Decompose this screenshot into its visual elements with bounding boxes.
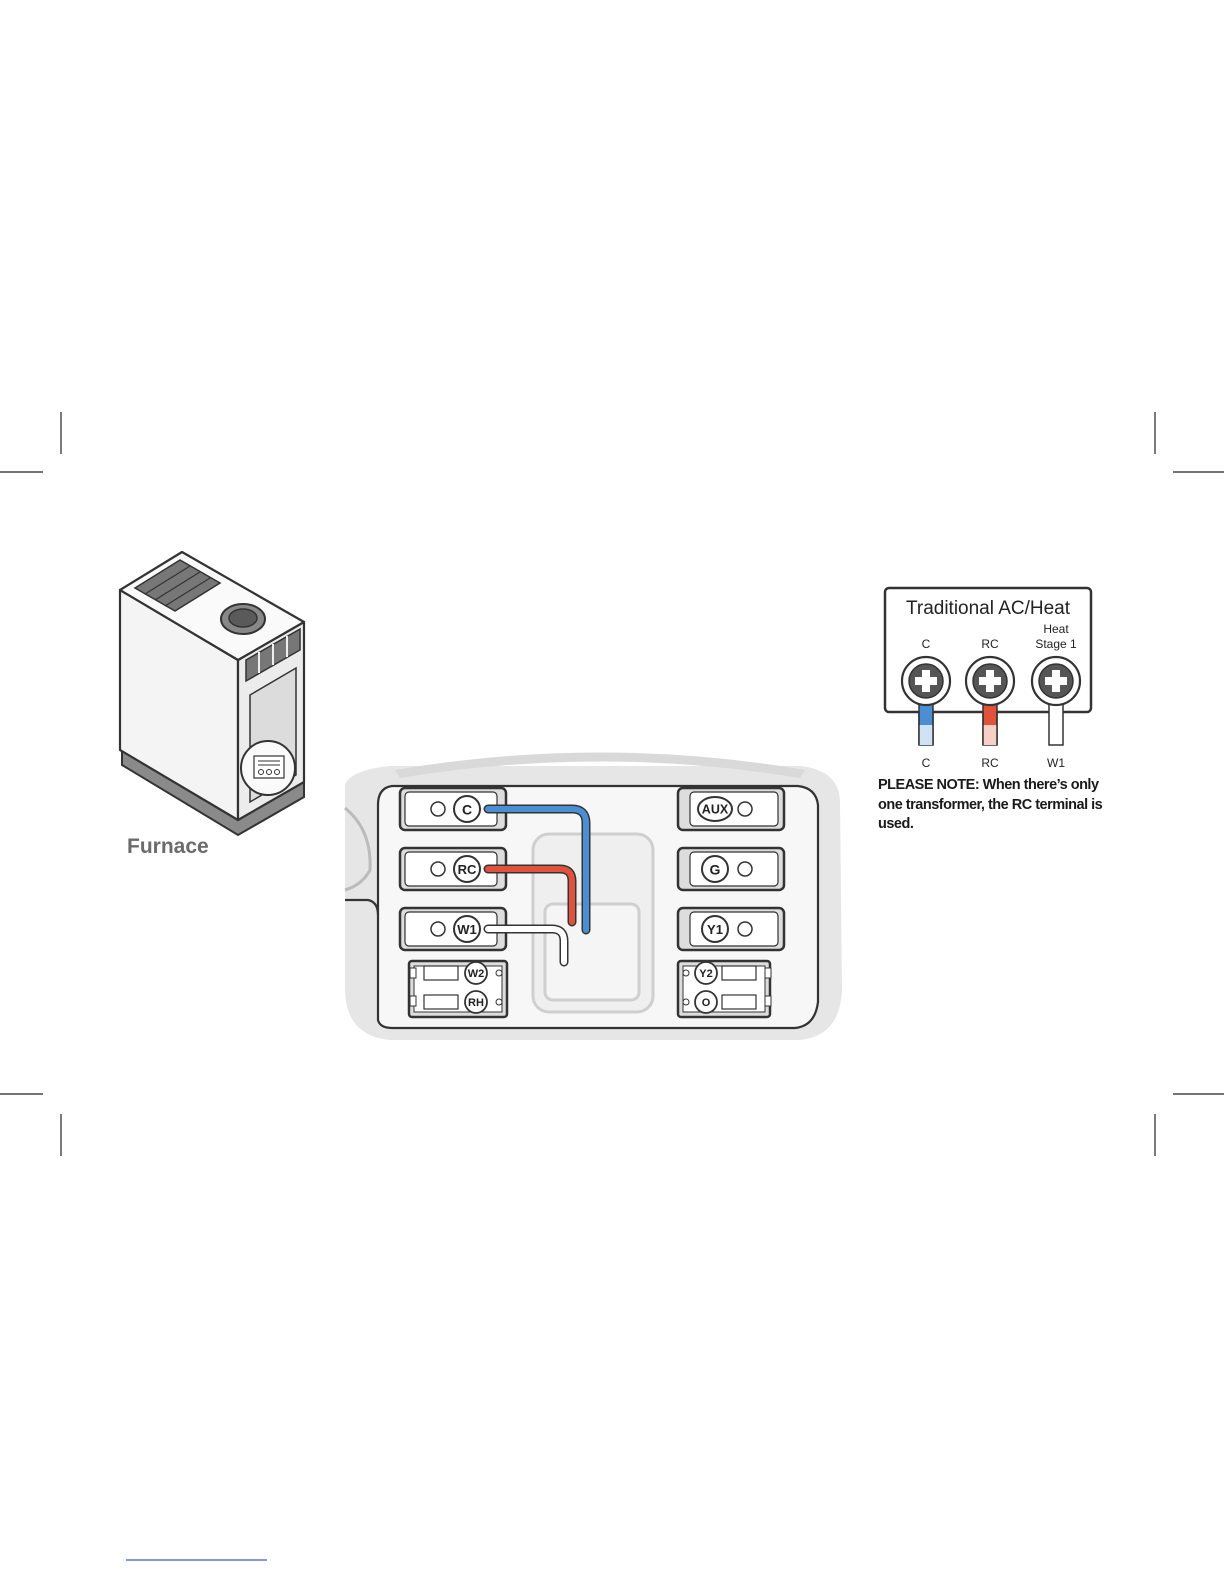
legend-screw-c <box>902 657 950 705</box>
legend-wire-rc-label: RC <box>981 756 999 770</box>
legend-screw-heat <box>1032 657 1080 705</box>
legend-terminal-heat-line1: Heat <box>1043 622 1069 636</box>
legend-screw-rc <box>966 657 1014 705</box>
terminal-aux-label: AUX <box>702 803 729 817</box>
terminal-rh-label: RH <box>468 997 484 1009</box>
legend-title: Traditional AC/Heat <box>906 598 1071 619</box>
terminal-rc-label: RC <box>458 862 477 877</box>
terminal-aux: AUX <box>678 788 784 830</box>
legend-wire-c-label: C <box>922 756 931 770</box>
terminal-w2-label: W2 <box>468 968 485 980</box>
terminal-g-label: G <box>710 862 721 878</box>
furnace-illustration: Furnace <box>120 552 304 858</box>
terminal-block-w2-rh: W2 RH <box>409 961 507 1017</box>
legend-terminal-c-label: C <box>922 637 931 651</box>
legend-box: Traditional AC/Heat C RC Heat Stage 1 <box>885 588 1091 770</box>
legend-terminal-heat-line2: Stage 1 <box>1035 637 1077 651</box>
legend-terminal-rc-label: RC <box>981 637 999 651</box>
terminal-g: G <box>678 848 784 890</box>
terminal-c-label: C <box>462 802 472 818</box>
terminal-w1-label: W1 <box>457 922 477 937</box>
terminal-y1: Y1 <box>678 908 784 950</box>
terminal-y2-label: Y2 <box>699 968 712 980</box>
legend-wire-w1-label: W1 <box>1047 756 1065 770</box>
please-note-text: PLEASE NOTE: When there’s only one trans… <box>878 776 1110 835</box>
terminal-o-label: O <box>702 997 711 1009</box>
furnace-label: Furnace <box>127 835 209 858</box>
terminal-y1-label: Y1 <box>707 922 723 937</box>
terminal-block-y2-o: Y2 O <box>678 961 771 1017</box>
